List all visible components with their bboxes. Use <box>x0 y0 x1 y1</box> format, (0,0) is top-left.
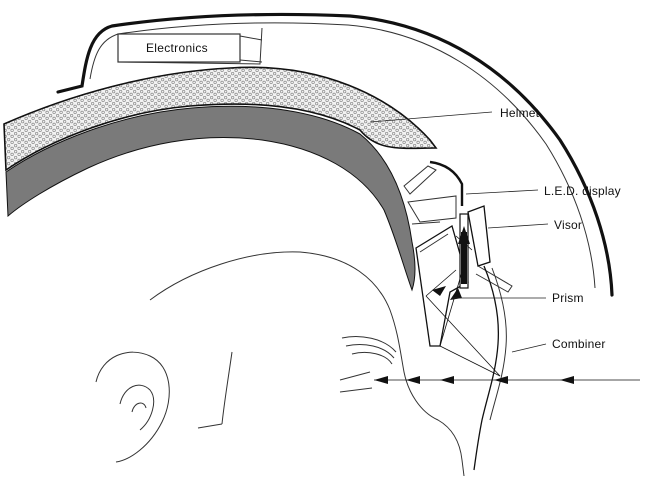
electronics-box: Electronics <box>118 28 262 64</box>
head-profile <box>150 252 464 476</box>
prism-label: Prism <box>552 291 584 305</box>
helmet-label: Helmet <box>500 106 540 120</box>
led-display <box>458 214 470 288</box>
arrow-icon <box>440 376 454 384</box>
arrow-icon <box>406 376 420 384</box>
visor-housing <box>404 162 462 224</box>
visor-label: Visor <box>554 218 582 232</box>
ear <box>96 352 169 462</box>
combiner <box>474 266 498 470</box>
arrow-icon <box>374 376 388 384</box>
visor <box>468 206 512 292</box>
arrow-icon <box>560 376 574 384</box>
electronics-label: Electronics <box>146 41 208 55</box>
combiner-label: Combiner <box>552 337 606 351</box>
led-display-label: L.E.D. display <box>544 184 621 198</box>
